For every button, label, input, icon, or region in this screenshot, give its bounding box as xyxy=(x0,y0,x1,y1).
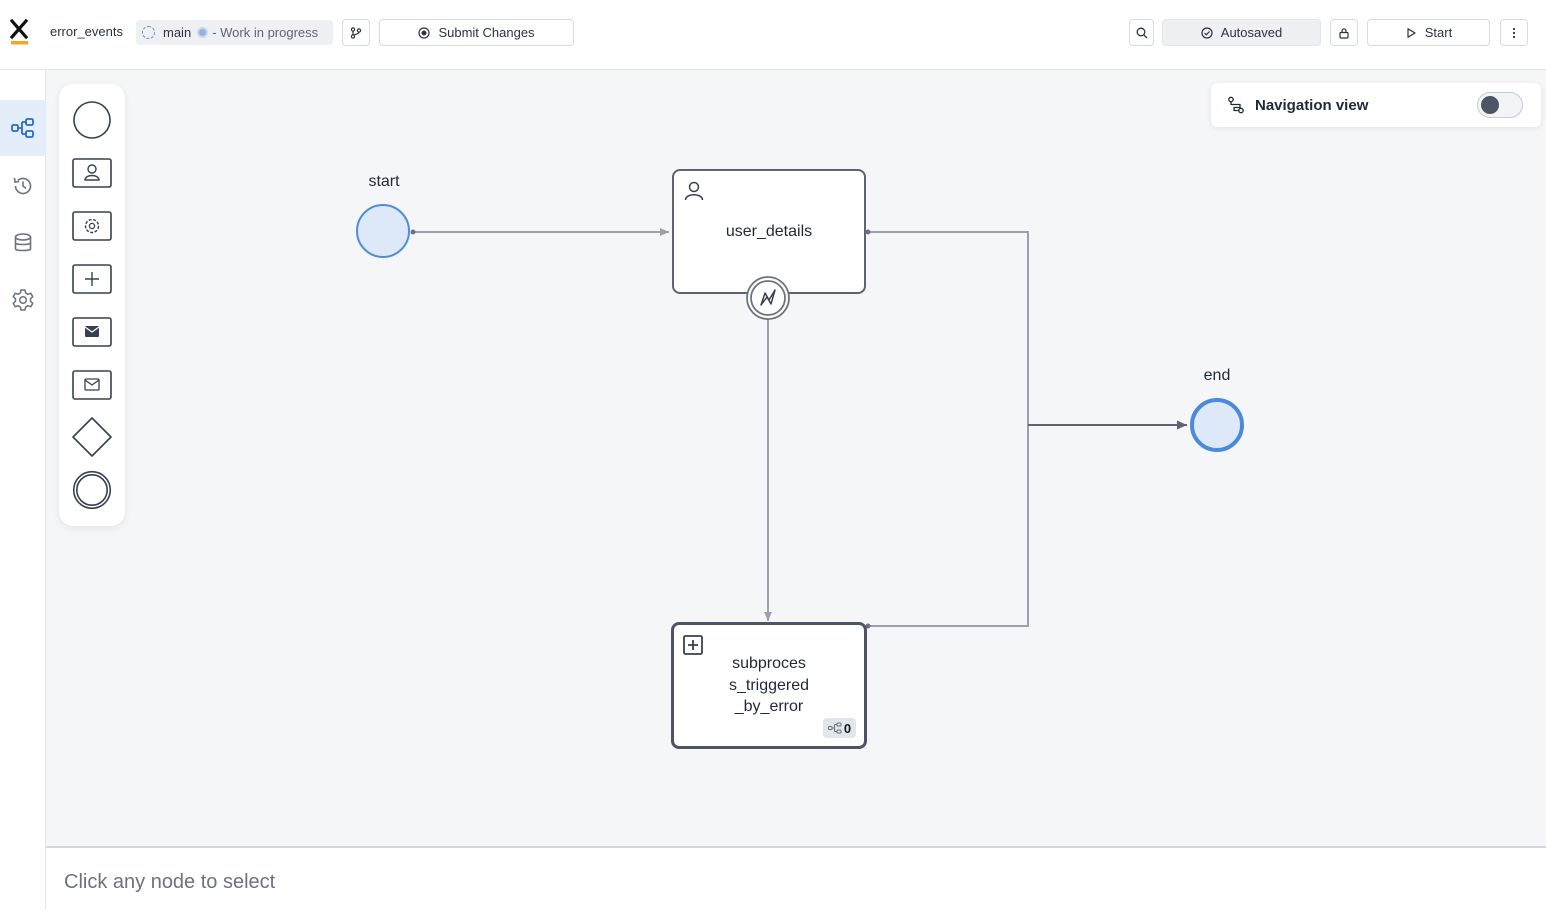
end-event-label: end xyxy=(1203,367,1231,384)
start-event-label: start xyxy=(368,173,400,190)
service-task-icon xyxy=(71,211,112,241)
navigation-view-toggle[interactable] xyxy=(1477,92,1523,118)
play-icon xyxy=(1407,27,1416,38)
subprocess-label-line1: subproces xyxy=(732,655,806,672)
branch-name: main xyxy=(163,25,192,40)
expand-plus-icon[interactable] xyxy=(683,635,703,655)
gateway-icon xyxy=(71,417,112,457)
branch-selector[interactable]: main - Work in progress xyxy=(136,20,333,45)
palette-user-task[interactable] xyxy=(68,151,115,195)
process-name: error_events xyxy=(50,24,123,39)
sidebar-item-history[interactable] xyxy=(0,158,46,214)
user-details-task[interactable]: user_details xyxy=(672,169,866,294)
palette-end-event[interactable] xyxy=(68,468,115,512)
lock-icon xyxy=(1339,27,1349,39)
send-message-icon xyxy=(71,317,112,347)
route-icon xyxy=(1228,96,1244,114)
start-event-icon xyxy=(72,101,111,139)
sidebar-item-process-flow[interactable] xyxy=(0,100,46,156)
flow-connections xyxy=(410,228,1187,629)
subprocess-label-line3: _by_error xyxy=(734,698,804,715)
start-label: Start xyxy=(1424,25,1453,40)
lightning-error-icon xyxy=(760,289,776,306)
more-options-button[interactable] xyxy=(1500,19,1528,46)
toggle-knob xyxy=(1481,96,1499,114)
subprocess-label-line2: s_triggered xyxy=(728,677,810,694)
user-details-label: user_details xyxy=(725,223,813,240)
radio-dot-icon xyxy=(418,26,431,39)
end-event-icon xyxy=(72,470,111,510)
flow-subprocess-to-end[interactable] xyxy=(868,425,1029,627)
submit-changes-label: Submit Changes xyxy=(438,25,535,40)
flow-icon xyxy=(827,722,842,734)
palette-start-event[interactable] xyxy=(68,98,115,142)
start-button[interactable]: Start xyxy=(1367,19,1490,46)
palette-gateway[interactable] xyxy=(68,415,115,459)
state-dot-icon xyxy=(197,27,209,38)
autosave-status: Autosaved xyxy=(1162,19,1321,46)
end-event[interactable] xyxy=(1189,397,1245,453)
element-palette xyxy=(59,84,125,526)
top-bar: error_events main - Work in progress Sub… xyxy=(0,0,1546,70)
user-task-icon xyxy=(71,158,112,188)
palette-service-task[interactable] xyxy=(68,204,115,248)
lock-button[interactable] xyxy=(1330,19,1358,46)
subprocess-count: 0 xyxy=(843,720,852,736)
branch-state: - Work in progress xyxy=(212,25,319,40)
search-icon xyxy=(1136,27,1147,38)
error-boundary-event[interactable] xyxy=(744,274,792,322)
subprocess-count-badge: 0 xyxy=(823,718,856,738)
palette-receive-message[interactable] xyxy=(68,363,115,407)
flow-user-details-to-end[interactable] xyxy=(868,231,1029,425)
selection-hint: Click any node to select xyxy=(64,871,276,893)
navigation-view-panel: Navigation view xyxy=(1211,83,1541,127)
sidebar-item-settings[interactable] xyxy=(0,272,46,328)
database-icon xyxy=(14,233,32,252)
branch-button[interactable] xyxy=(342,19,370,46)
history-icon xyxy=(13,177,32,195)
branch-status-icon xyxy=(142,26,155,39)
process-canvas[interactable]: Navigation view start user_details subpr… xyxy=(46,70,1546,846)
git-branch-icon xyxy=(350,26,362,39)
submit-changes-button[interactable]: Submit Changes xyxy=(379,19,574,46)
palette-send-message[interactable] xyxy=(68,310,115,354)
subprocess-node[interactable]: subproces s_triggered _by_error 0 xyxy=(671,622,867,749)
left-sidebar xyxy=(0,70,46,910)
start-event[interactable] xyxy=(354,202,412,260)
gear-icon xyxy=(12,289,34,311)
subprocess-icon xyxy=(71,264,112,294)
search-button[interactable] xyxy=(1129,19,1154,46)
details-panel: Click any node to select xyxy=(46,846,1546,910)
kebab-menu-icon xyxy=(1512,27,1516,38)
flow-icon xyxy=(11,118,34,138)
autosave-label: Autosaved xyxy=(1220,25,1283,40)
app-logo[interactable] xyxy=(8,18,32,46)
sidebar-item-data-model[interactable] xyxy=(0,215,46,271)
receive-message-icon xyxy=(71,370,112,400)
palette-subprocess[interactable] xyxy=(68,257,115,301)
navigation-view-label: Navigation view xyxy=(1255,96,1369,114)
check-circle-icon xyxy=(1201,26,1213,39)
user-icon xyxy=(684,181,704,201)
